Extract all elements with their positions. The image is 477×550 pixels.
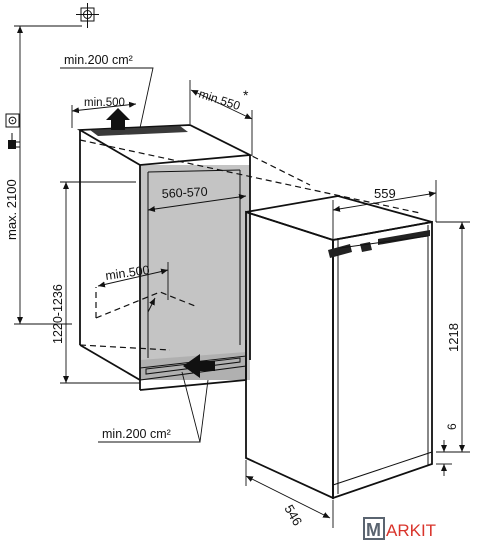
niche-height-label: 1220-1236 xyxy=(51,284,65,344)
airflow-arrow-icon xyxy=(106,108,215,378)
min-500-top-dimension xyxy=(71,101,137,128)
min-500-top-label: min.500 xyxy=(84,97,125,109)
vent-top-leader xyxy=(60,67,154,129)
max-height-label: max. 2100 xyxy=(4,179,19,240)
vent-area-bottom-label: min.200 cm² xyxy=(102,427,171,441)
min-550-dimension xyxy=(189,80,253,155)
vent-area-top-label: min.200 cm² xyxy=(64,53,133,67)
mid-arrow xyxy=(147,297,156,313)
crosshair-icon xyxy=(76,3,99,28)
min-500-mid-dimension xyxy=(97,262,169,300)
niche-width-dimension xyxy=(147,194,247,212)
min-550-asterisk: * xyxy=(243,87,249,103)
appliance-width-label: 559 xyxy=(374,186,396,201)
appliance-height-label: 1218 xyxy=(446,323,461,352)
max-height-dimension xyxy=(14,25,82,325)
niche-width-label: 560-570 xyxy=(161,185,208,201)
plinth-gap-dimension xyxy=(436,440,452,476)
niche-height-dimension xyxy=(60,181,140,384)
appliance-height-dimension xyxy=(436,221,470,453)
niche-back-wall xyxy=(140,165,250,380)
brand-logo-m: M xyxy=(366,520,381,540)
appliance-depth-label: 546 xyxy=(281,502,305,528)
power-plug-icon xyxy=(8,133,20,149)
vent-bottom-leader xyxy=(98,371,209,443)
brand-logo-text: ARKIT xyxy=(386,521,436,540)
min-500-mid-label: min.500 xyxy=(104,263,150,283)
plinth-gap-label: 6 xyxy=(445,423,459,430)
appliance xyxy=(245,195,433,500)
brand-logo: M ARKIT xyxy=(363,517,436,540)
appliance-depth-dimension xyxy=(245,460,334,528)
min-550-label: min.550 xyxy=(197,87,242,114)
cabinet-niche xyxy=(76,124,421,391)
power-socket-icon xyxy=(5,113,20,128)
appliance-width-dimension xyxy=(332,180,437,240)
